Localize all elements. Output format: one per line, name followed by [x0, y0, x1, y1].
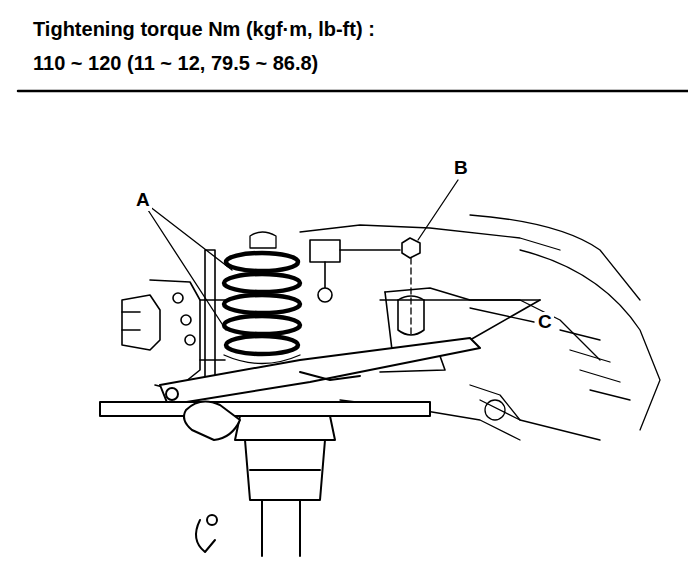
coil-spring: [224, 253, 300, 354]
brake-caliper: [122, 250, 225, 390]
jack: [100, 401, 430, 556]
lower-arm: [160, 338, 480, 405]
callout-letter: A: [134, 190, 152, 211]
stabilizer-link: [310, 240, 400, 302]
callout-letter: C: [536, 312, 554, 333]
header-rule: [18, 90, 688, 93]
leader-lines: [148, 180, 534, 330]
bolt-b: [398, 238, 424, 335]
torque-value: 110 ~ 120 (11 ~ 12, 79.5 ~ 86.8): [33, 52, 318, 74]
callout-letter: B: [452, 158, 470, 179]
torque-heading: Tightening torque Nm (kgf·m, lb-ft) :: [33, 18, 375, 40]
